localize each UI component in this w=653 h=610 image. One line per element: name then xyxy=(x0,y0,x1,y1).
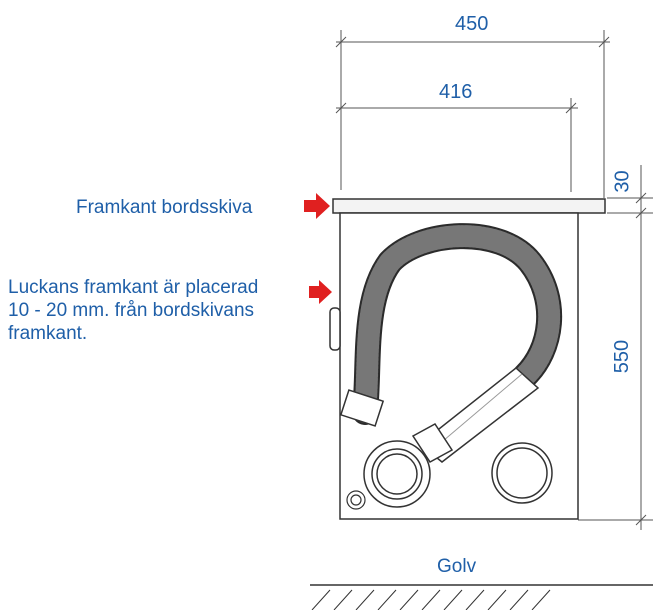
floor-label: Golv xyxy=(437,556,477,577)
countertop-edge-label: Framkant bordsskiva xyxy=(76,197,253,218)
floor-hatch xyxy=(311,589,551,610)
dimension-30-label: 30 xyxy=(611,170,634,193)
door-handle xyxy=(329,307,341,351)
hose-cuff-left xyxy=(339,389,385,427)
outlet-small xyxy=(346,490,366,510)
rigid-pipe xyxy=(411,367,540,463)
dimension-450 xyxy=(335,30,610,198)
door-front-line3: framkant. xyxy=(8,323,88,344)
door-front-line1: Luckans framkant är placerad xyxy=(8,277,259,298)
outlet-large xyxy=(363,440,431,508)
arrow-countertop xyxy=(304,193,330,219)
outlet-right xyxy=(491,442,553,504)
dimension-416 xyxy=(335,98,578,192)
flex-hose xyxy=(352,223,563,425)
arrow-door-front xyxy=(309,280,332,304)
dimension-550 xyxy=(578,213,653,530)
countertop xyxy=(332,198,606,214)
door-front-line2: 10 - 20 mm. från bordskivans xyxy=(8,300,255,321)
dimension-550-label: 550 xyxy=(611,339,634,374)
dimension-416-label: 416 xyxy=(439,81,473,103)
dimension-450-label: 450 xyxy=(455,13,489,35)
